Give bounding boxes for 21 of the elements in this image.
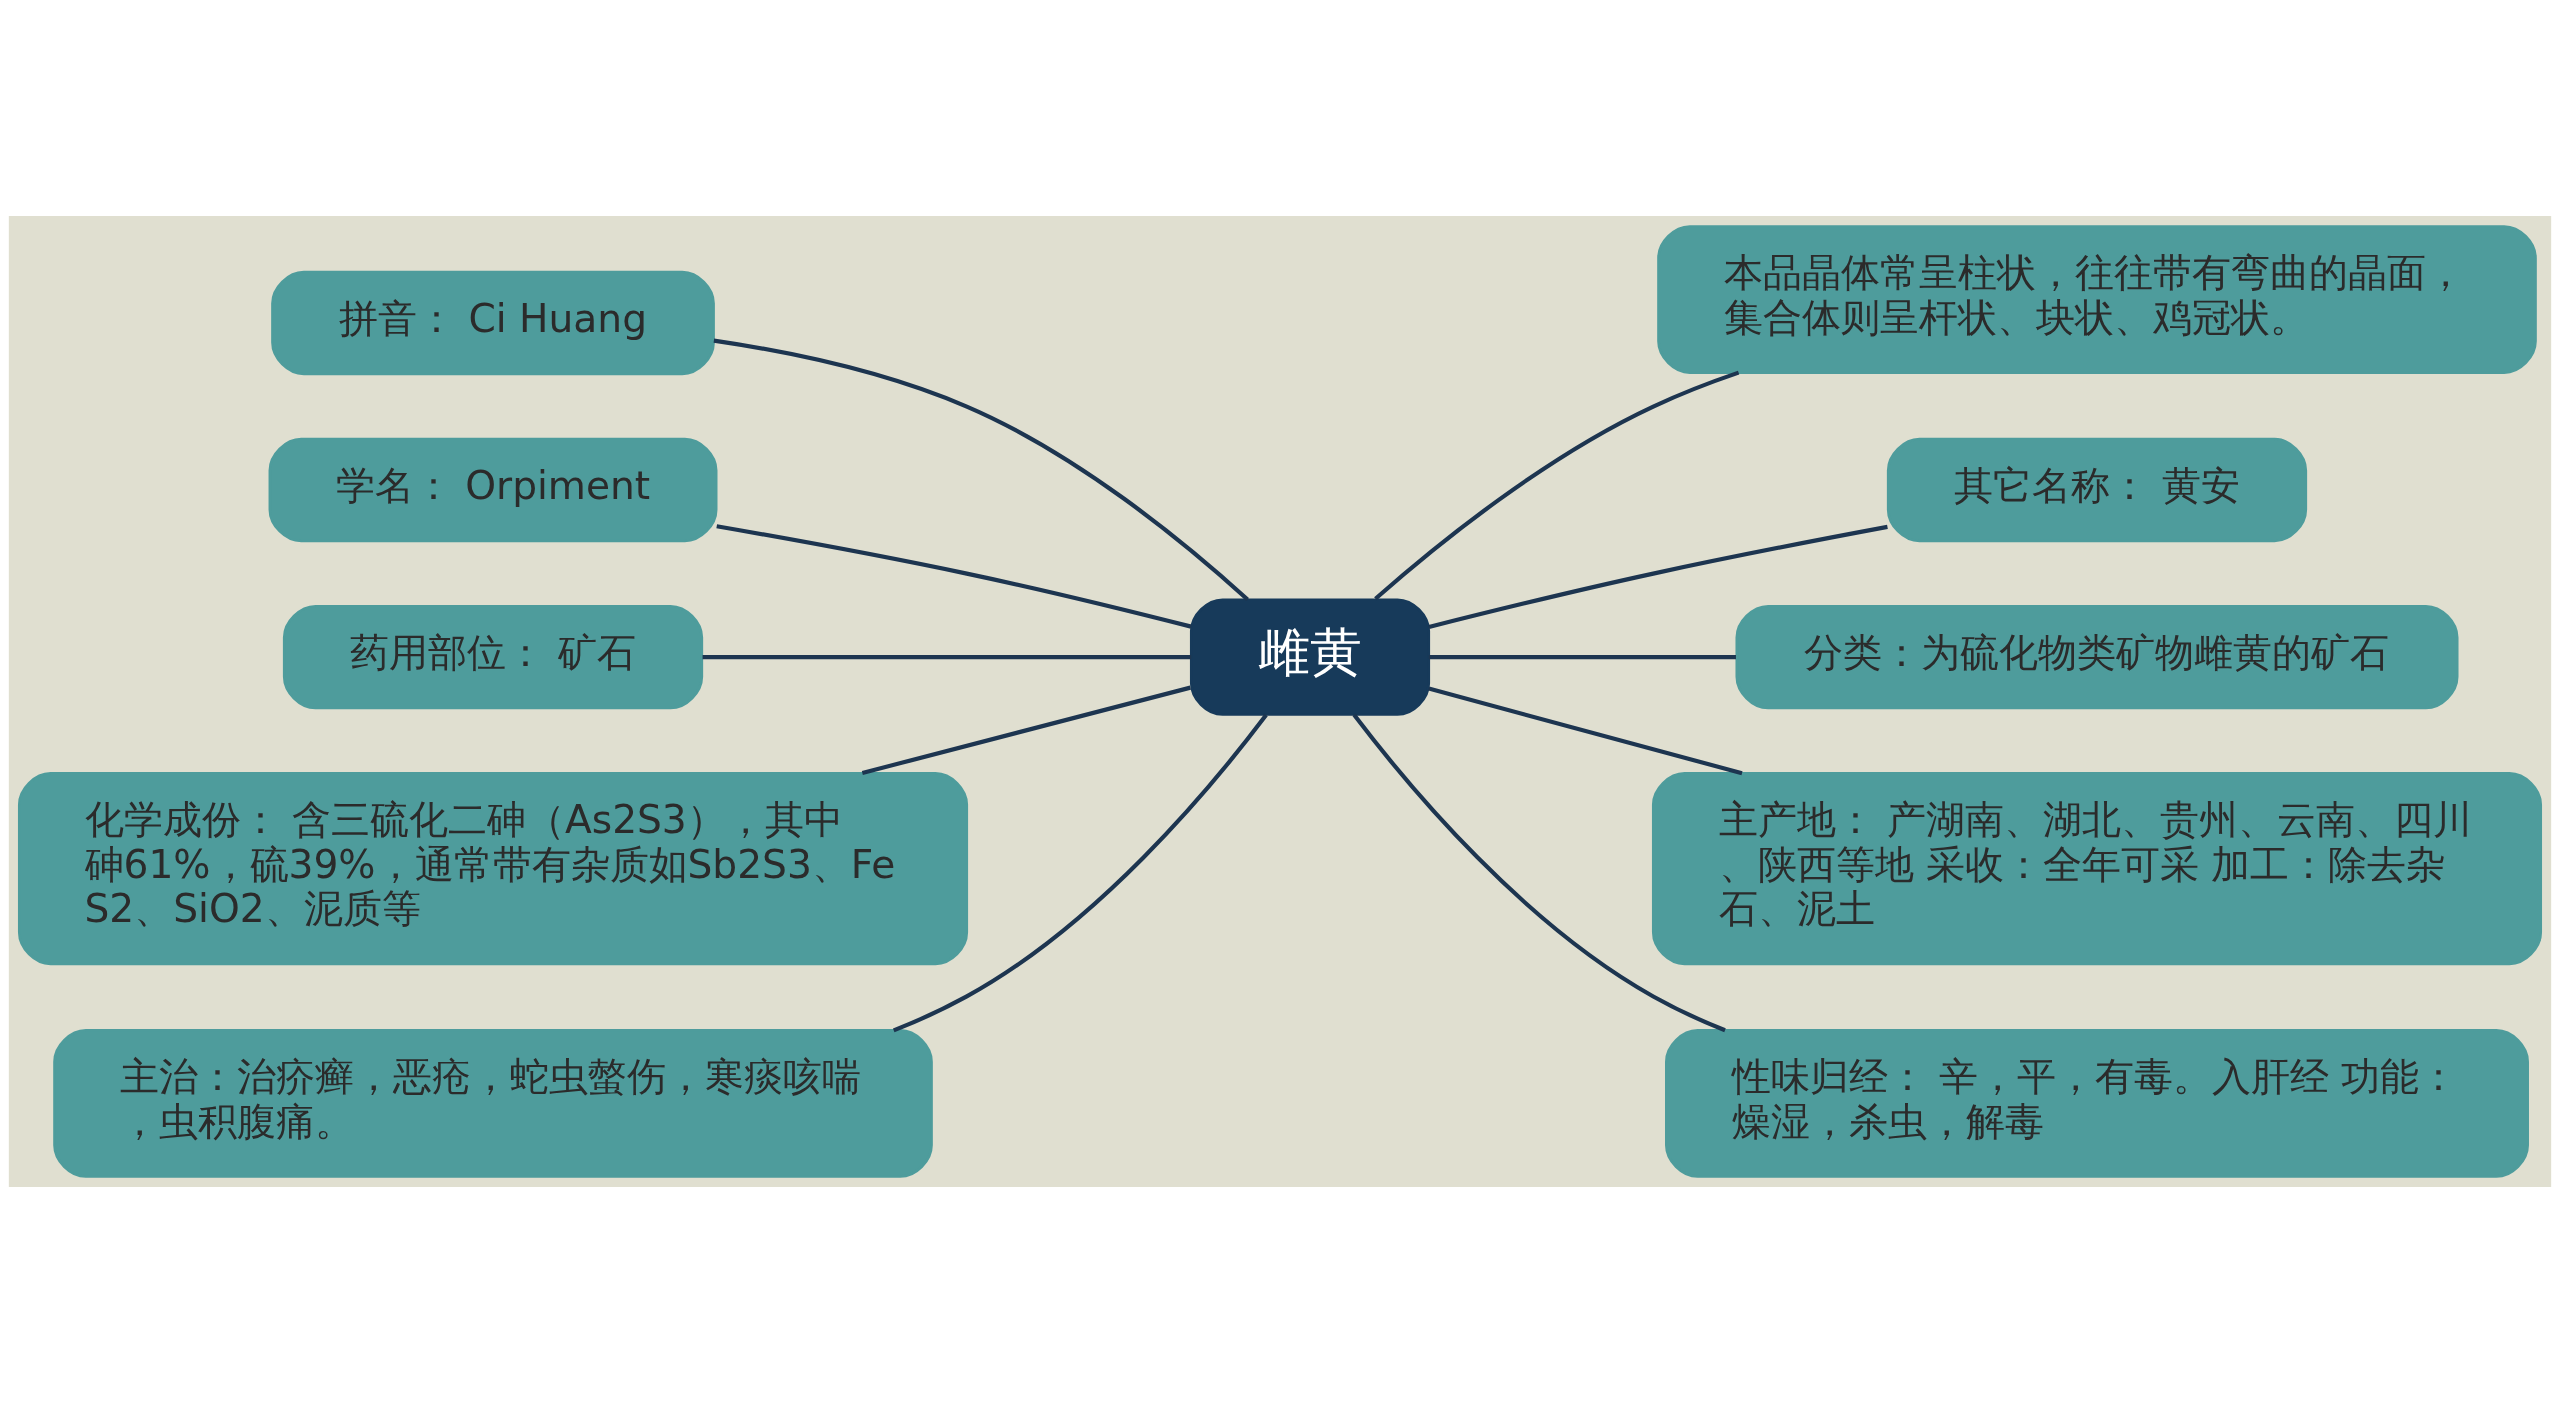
node-box: 性味归经： 辛，平，有毒。入肝经 功能：燥湿，杀虫，解毒 bbox=[1665, 1029, 2529, 1178]
connector bbox=[1428, 524, 1888, 629]
node-box: 主产地： 产湖南、湖北、贵州、云南、四川、陕西等地 采收：全年可采 加工：除去杂石、泥土 bbox=[1651, 771, 2543, 966]
node-box: 本品晶体常呈柱状，往往带有弯曲的晶面，集合体则呈杆状、块状、鸡冠状。 bbox=[1657, 225, 2537, 374]
node-box: 药用部位： 矿石 bbox=[282, 604, 704, 710]
connector bbox=[1428, 686, 1743, 776]
node-box: 其它名称： 黄安 bbox=[1886, 437, 2308, 543]
connector bbox=[713, 338, 1249, 602]
node-box: 主治：治疥癣，恶疮，蛇虫螫伤，寒痰咳喘，虫积腹痛。 bbox=[53, 1029, 933, 1178]
connector bbox=[1428, 655, 1736, 660]
connector bbox=[892, 713, 1268, 1033]
node-box: 学名： Orpiment bbox=[268, 437, 718, 543]
node-box: 分类：为硫化物类矿物雌黄的矿石 bbox=[1735, 604, 2459, 710]
connector bbox=[716, 524, 1192, 629]
node-box: 雌黄 bbox=[1189, 598, 1431, 716]
node-box: 化学成份： 含三硫化二砷（As2S3），其中砷61%，硫39%，通常带有杂质如Sb2S3、FeS2、SiO2、泥质等 bbox=[17, 771, 969, 966]
connector bbox=[861, 685, 1191, 776]
connector bbox=[1374, 370, 1740, 601]
connector bbox=[702, 655, 1192, 660]
node-box: 拼音： Ci Huang bbox=[271, 270, 715, 376]
connector bbox=[1352, 713, 1726, 1033]
